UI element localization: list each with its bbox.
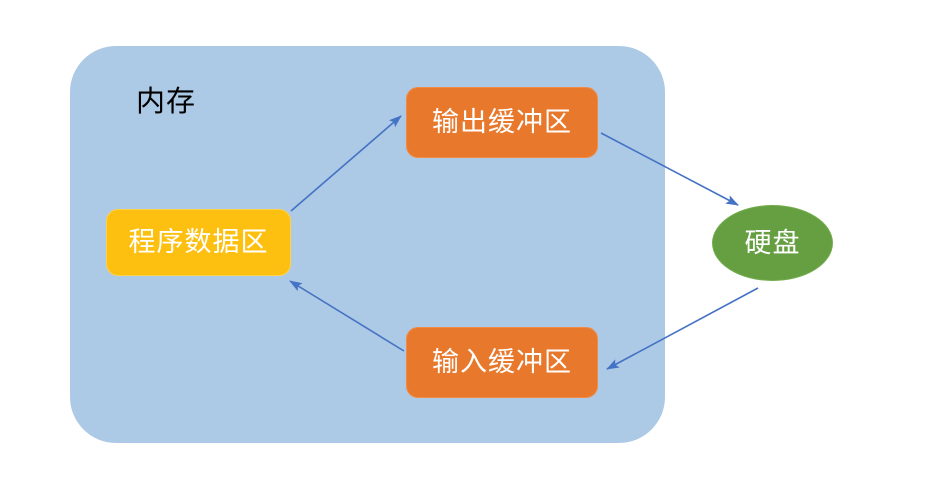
node-disk[interactable]: 硬盘	[712, 205, 833, 281]
node-input-buffer-label: 输入缓冲区	[432, 347, 572, 377]
memory-container-label: 内存	[136, 86, 197, 118]
node-input-buffer[interactable]: 输入缓冲区	[406, 327, 598, 398]
node-disk-label: 硬盘	[744, 227, 801, 258]
node-program-data-label: 程序数据区	[128, 227, 269, 257]
node-output-buffer-label: 输出缓冲区	[432, 107, 572, 137]
node-program-data[interactable]: 程序数据区	[106, 209, 291, 276]
node-output-buffer[interactable]: 输出缓冲区	[406, 87, 598, 158]
